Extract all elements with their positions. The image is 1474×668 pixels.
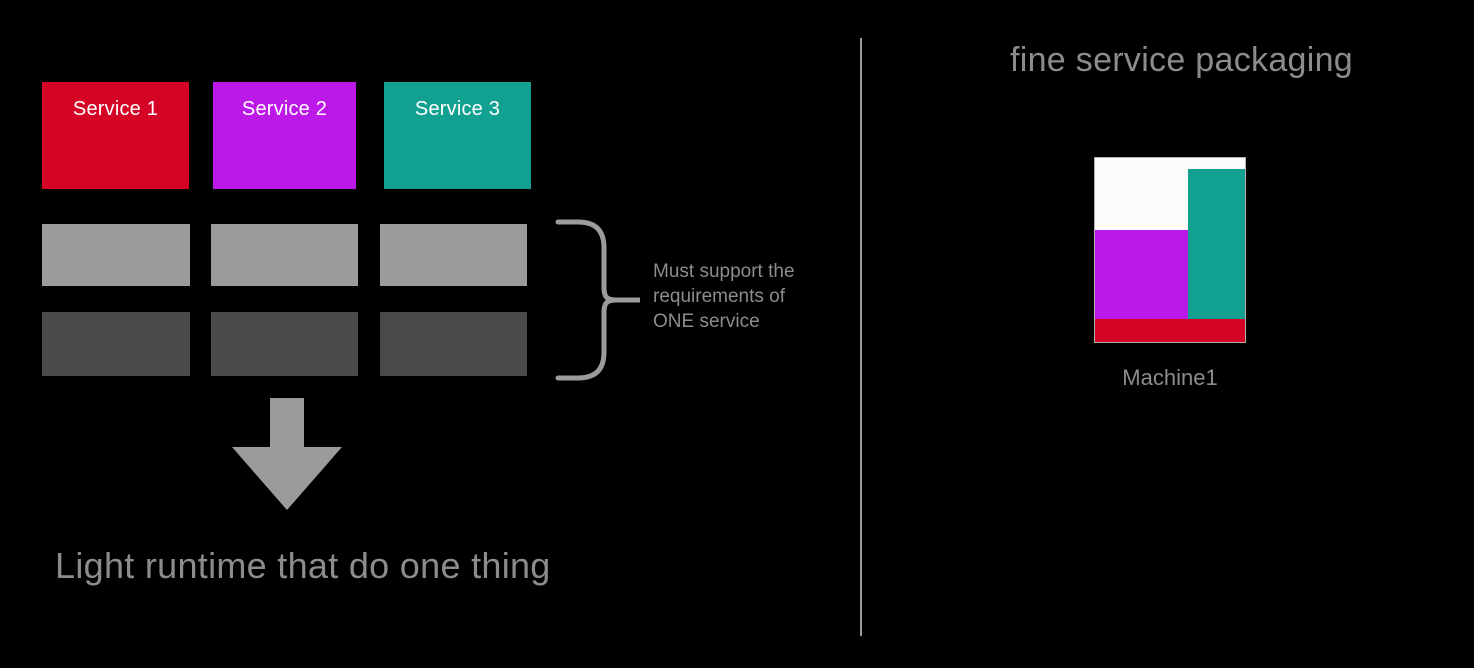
machine-segment-service3 — [1188, 169, 1245, 319]
left-panel: Service 1 Service 2 Service 3 Must suppo… — [42, 82, 795, 586]
left-panel-caption: Light runtime that do one thing — [55, 545, 551, 586]
right-panel-title: fine service packaging — [1010, 41, 1354, 79]
down-arrow-icon — [232, 398, 342, 510]
right-panel: fine service packaging Machine1 — [862, 0, 1474, 668]
machine-segment-service1 — [1095, 319, 1245, 342]
os-box-1 — [42, 312, 190, 376]
os-box-2 — [211, 312, 358, 376]
grouping-brace — [552, 214, 644, 384]
middleware-box-3 — [380, 224, 527, 286]
middleware-box-1 — [42, 224, 190, 286]
service-card-3-label: Service 3 — [414, 98, 501, 120]
vertical-divider — [860, 38, 862, 636]
service-card-1[interactable]: Service 1 — [42, 82, 189, 189]
brace-callout-text: Must support the requirements of ONE ser… — [653, 261, 795, 332]
service-card-3[interactable]: Service 3 — [384, 82, 531, 189]
service-card-2[interactable]: Service 2 — [213, 82, 356, 189]
os-box-3 — [380, 312, 527, 376]
service-card-1-label: Service 1 — [72, 98, 159, 120]
machine-segment-service2 — [1095, 230, 1188, 319]
middleware-box-2 — [211, 224, 358, 286]
service-card-2-label: Service 2 — [241, 98, 328, 120]
machine-label: Machine1 — [1122, 365, 1218, 390]
machine-block[interactable] — [1094, 157, 1246, 343]
